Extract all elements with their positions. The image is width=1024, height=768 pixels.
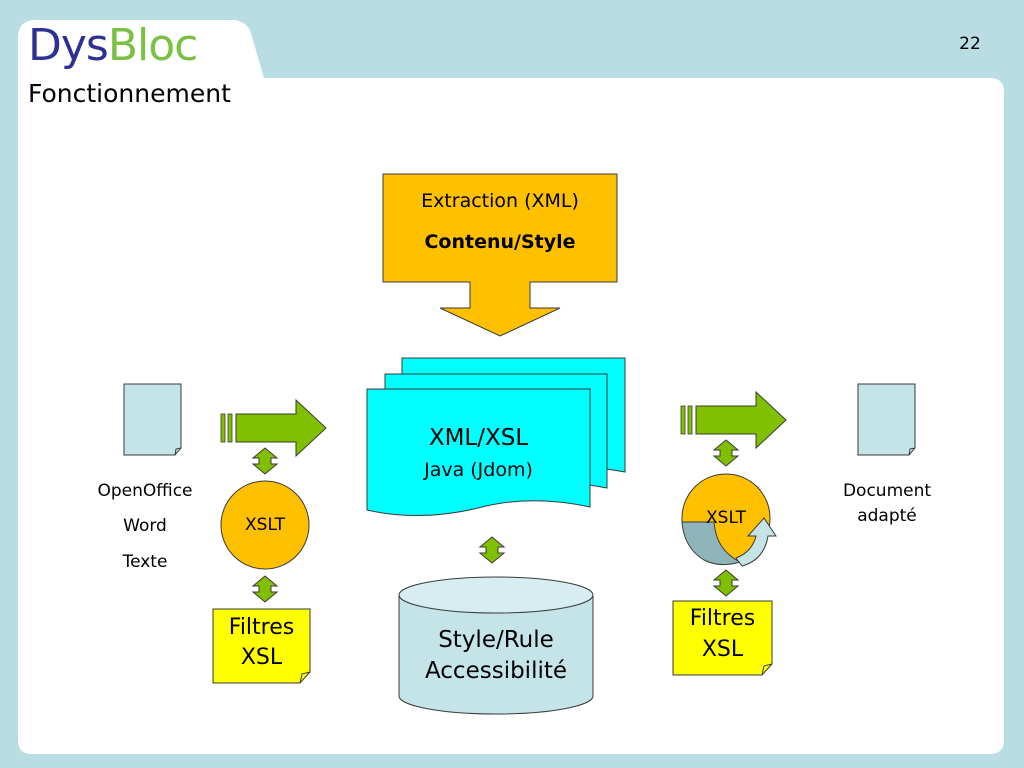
logo-part-bloc: Bloc (107, 20, 199, 71)
output-document-icon (857, 383, 916, 456)
filter-left-note (212, 608, 311, 684)
input-label-texte: Texte (122, 552, 168, 572)
double-arrow-center (478, 536, 506, 564)
xslt-left-label: XSLT (245, 515, 285, 535)
filter-left-label-line2: XSL (240, 645, 283, 670)
xslt-right-cycle-icon (681, 473, 777, 567)
double-arrow-left-bottom (251, 575, 279, 603)
filter-left-label-line1: Filtres (228, 615, 295, 640)
app-logo: DysBloc (28, 18, 199, 74)
java-jdom-label: Java (Jdom) (424, 459, 533, 481)
output-label-line2: adapté (857, 506, 917, 526)
page-number: 22 (959, 34, 981, 54)
filter-right-label-line2: XSL (701, 637, 744, 662)
input-document-icon (123, 383, 182, 456)
xml-document-stack (366, 357, 626, 517)
output-flow-arrow (680, 390, 787, 450)
xslt-right-label: XSLT (706, 508, 746, 528)
xslt-left-circle (220, 480, 310, 570)
filter-right-label-line1: Filtres (689, 606, 756, 631)
database-cylinder (398, 576, 594, 715)
filter-right-note (672, 600, 773, 676)
extraction-sublabel: Contenu/Style (424, 231, 576, 253)
logo-part-dys: Dys (28, 20, 109, 71)
extraction-callout (382, 173, 618, 337)
output-label-line1: Document (842, 481, 932, 501)
input-label-openoffice: OpenOffice (97, 481, 193, 501)
double-arrow-left-top (251, 447, 279, 475)
input-flow-arrow (220, 398, 327, 458)
double-arrow-right-top (712, 439, 740, 467)
extraction-label: Extraction (XML) (421, 190, 579, 212)
xml-xsl-label: XML/XSL (428, 425, 529, 451)
double-arrow-right-bottom (712, 569, 740, 597)
database-label-line1: Style/Rule (438, 627, 554, 653)
slide-subtitle: Fonctionnement (28, 79, 231, 108)
input-label-word: Word (123, 516, 167, 536)
database-label-line2: Accessibilité (424, 658, 568, 684)
